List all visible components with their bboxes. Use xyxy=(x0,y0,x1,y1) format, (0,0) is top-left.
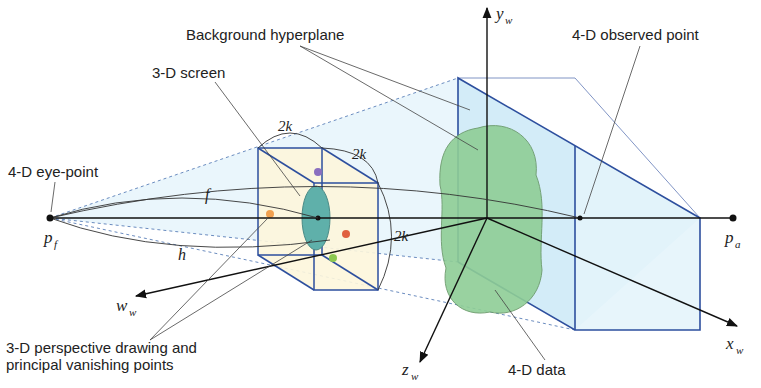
dimension-label: 2k xyxy=(278,118,292,135)
part-label: Background hyperplane xyxy=(186,26,344,43)
axes xyxy=(50,8,737,362)
axis-name: x xyxy=(726,334,734,354)
distance-curves xyxy=(50,187,580,248)
view-frustum xyxy=(50,78,700,330)
screen-cube xyxy=(258,148,378,290)
axis-subscript: w xyxy=(129,306,136,319)
point-name: p xyxy=(44,228,53,248)
dimension-label: 2k xyxy=(394,228,408,245)
eye-point xyxy=(47,215,54,222)
axis-name: w xyxy=(116,296,127,316)
part-label: 4-D eye-point xyxy=(8,163,98,180)
leader-lines xyxy=(51,46,640,360)
axis-subscript: w xyxy=(411,370,418,383)
part-label: 4-D observed point xyxy=(572,26,699,43)
observed-point xyxy=(730,215,737,222)
axis-name: z xyxy=(402,360,409,380)
projected-point xyxy=(578,216,583,221)
part-label: 3-D perspective drawing and principal va… xyxy=(6,339,256,374)
point-subscript: a xyxy=(735,238,741,251)
part-label: 3-D screen xyxy=(152,64,225,81)
dimension-label: 2k xyxy=(352,146,366,163)
point-subscript: f xyxy=(54,238,57,251)
axis-name: y xyxy=(496,4,504,24)
part-label: 4-D data xyxy=(508,361,566,378)
axis-subscript: w xyxy=(505,14,512,27)
dimension-arcs xyxy=(258,133,392,290)
axis-subscript: w xyxy=(736,344,743,357)
distance-label: f xyxy=(205,186,209,204)
distance-label: h xyxy=(178,246,186,264)
point-name: p xyxy=(725,228,734,248)
